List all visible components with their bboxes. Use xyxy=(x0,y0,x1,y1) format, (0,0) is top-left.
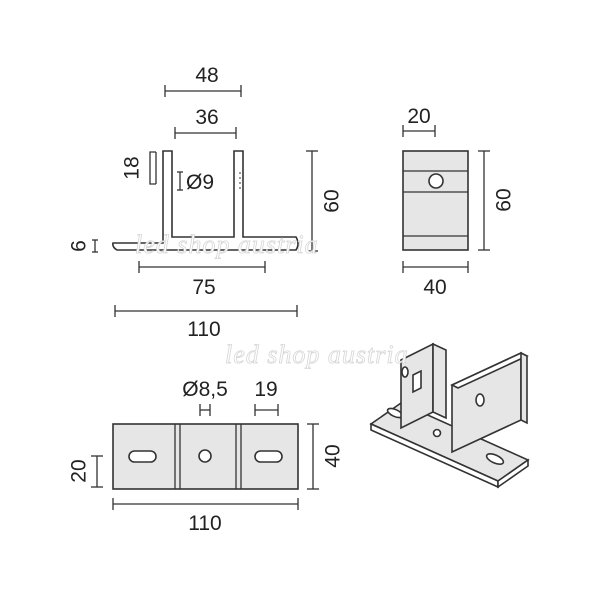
dimension-label-19: 19 xyxy=(254,378,277,401)
top-view-slot-left xyxy=(128,450,157,463)
front-view: 48 36 18 Ø9 6 60 75 110 xyxy=(68,64,344,341)
dimension-label-18: 18 xyxy=(121,156,144,179)
top-view-center-hole xyxy=(198,449,212,463)
dimension-label-110: 110 xyxy=(187,318,220,341)
iso-front-wall-hole xyxy=(475,393,485,407)
dimension-label-48: 48 xyxy=(195,64,218,87)
dimension-label-60: 60 xyxy=(493,188,516,211)
iso-rear-wall-hole xyxy=(401,366,409,378)
top-view-slot-right xyxy=(254,450,283,463)
side-view: 20 60 40 xyxy=(402,105,516,299)
iso-front-wall-edge xyxy=(520,351,528,425)
dimension-label-60: 60 xyxy=(321,189,344,212)
dimension-line-18 xyxy=(149,151,156,185)
dimension-label-75: 75 xyxy=(192,276,215,299)
isometric-view xyxy=(369,342,530,489)
watermark-text: led shop austria xyxy=(225,340,409,369)
dimension-label-20: 20 xyxy=(407,105,430,128)
dimension-label-110: 110 xyxy=(188,512,221,535)
dimension-label-hole-diameter: Ø8,5 xyxy=(182,378,228,401)
watermark-text: led shop austria xyxy=(135,230,319,259)
side-view-hole xyxy=(428,173,444,189)
dimension-label-40: 40 xyxy=(322,444,345,467)
iso-base-side xyxy=(497,458,529,489)
side-view-body xyxy=(402,150,469,251)
top-view: Ø8,5 19 20 40 110 xyxy=(68,378,345,535)
iso-base-slot xyxy=(485,453,505,465)
dimension-label-40: 40 xyxy=(423,276,446,299)
iso-base-hole xyxy=(432,428,442,438)
dimension-label-hole-diameter: Ø9 xyxy=(186,171,214,194)
iso-front-wall-face xyxy=(451,351,522,454)
dimension-label-6: 6 xyxy=(68,240,91,252)
dimension-label-36: 36 xyxy=(195,106,218,129)
front-view-bracket-outline xyxy=(112,150,299,251)
dimension-label-20: 20 xyxy=(68,459,91,482)
iso-rear-wall-edge xyxy=(432,342,447,420)
iso-rear-wall-notch xyxy=(412,369,422,394)
